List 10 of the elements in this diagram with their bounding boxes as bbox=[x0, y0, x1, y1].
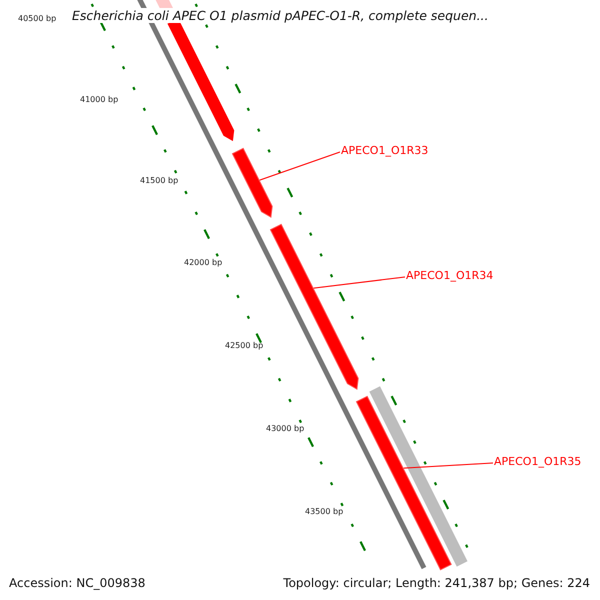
scale-label: 41000 bp bbox=[80, 95, 118, 105]
scale-label: 43000 bp bbox=[266, 424, 304, 434]
scale-label: 43500 bp bbox=[305, 507, 344, 517]
title: Escherichia coli APEC O1 plasmid pAPEC-O1-R, complete sequen... bbox=[72, 8, 488, 23]
scale-label: 42000 bp bbox=[184, 258, 222, 268]
accession-text: Accession: NC_009838 bbox=[9, 576, 146, 590]
scale-label: 41500 bp bbox=[140, 176, 178, 186]
scale-label: 40500 bp bbox=[18, 14, 56, 24]
scale-label: 42500 bp bbox=[225, 341, 264, 351]
summary-text: Topology: circular; Length: 241,387 bp; Genes: 224 bbox=[283, 576, 590, 590]
